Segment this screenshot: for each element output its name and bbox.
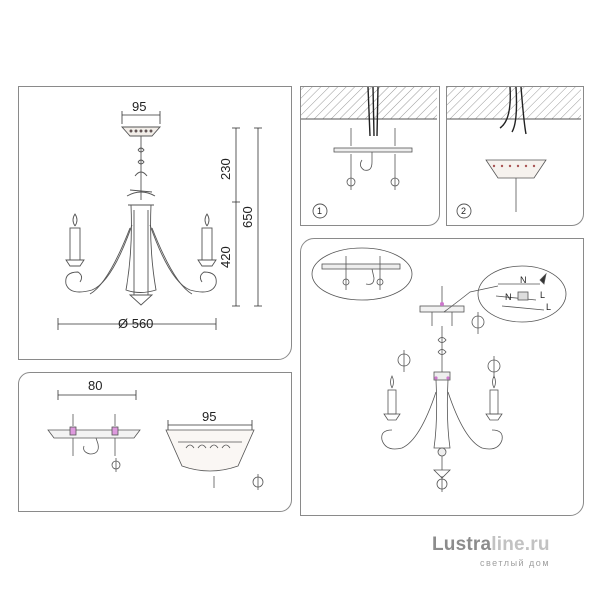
wire-label-l2: L <box>546 302 551 312</box>
dim-bracket-width: 80 <box>88 378 102 393</box>
assembly-drawing <box>311 247 567 492</box>
dim-diameter: Ø 560 <box>118 316 153 331</box>
step-1-label: 1 <box>317 206 322 216</box>
wire-label-n2: N <box>505 292 512 302</box>
step-1-ceiling-hook: 1 <box>301 86 437 219</box>
step-2-label: 2 <box>461 206 466 216</box>
wire-label-l1: L <box>540 290 545 300</box>
dim-canopy-width: 95 <box>202 409 216 424</box>
dim-height-total: 650 <box>240 206 255 228</box>
chandelier-front-view <box>65 126 217 306</box>
canopy-drawing <box>165 420 264 490</box>
brand-name: Lustraline.ru <box>432 534 550 556</box>
bracket-drawing <box>47 390 141 472</box>
brand-name-part1: Lustra <box>432 534 492 555</box>
dim-height-lower: 420 <box>218 246 233 268</box>
dim-height-upper: 230 <box>218 158 233 180</box>
step-2-canopy-wiring: 2 <box>447 86 581 219</box>
brand-logo: Lustraline.ru светлый дом <box>432 534 582 584</box>
brand-name-part2: line.ru <box>491 534 550 555</box>
brand-tagline: светлый дом <box>480 558 551 568</box>
wire-label-n1: N <box>520 275 527 285</box>
dim-top-width: 95 <box>132 99 146 114</box>
